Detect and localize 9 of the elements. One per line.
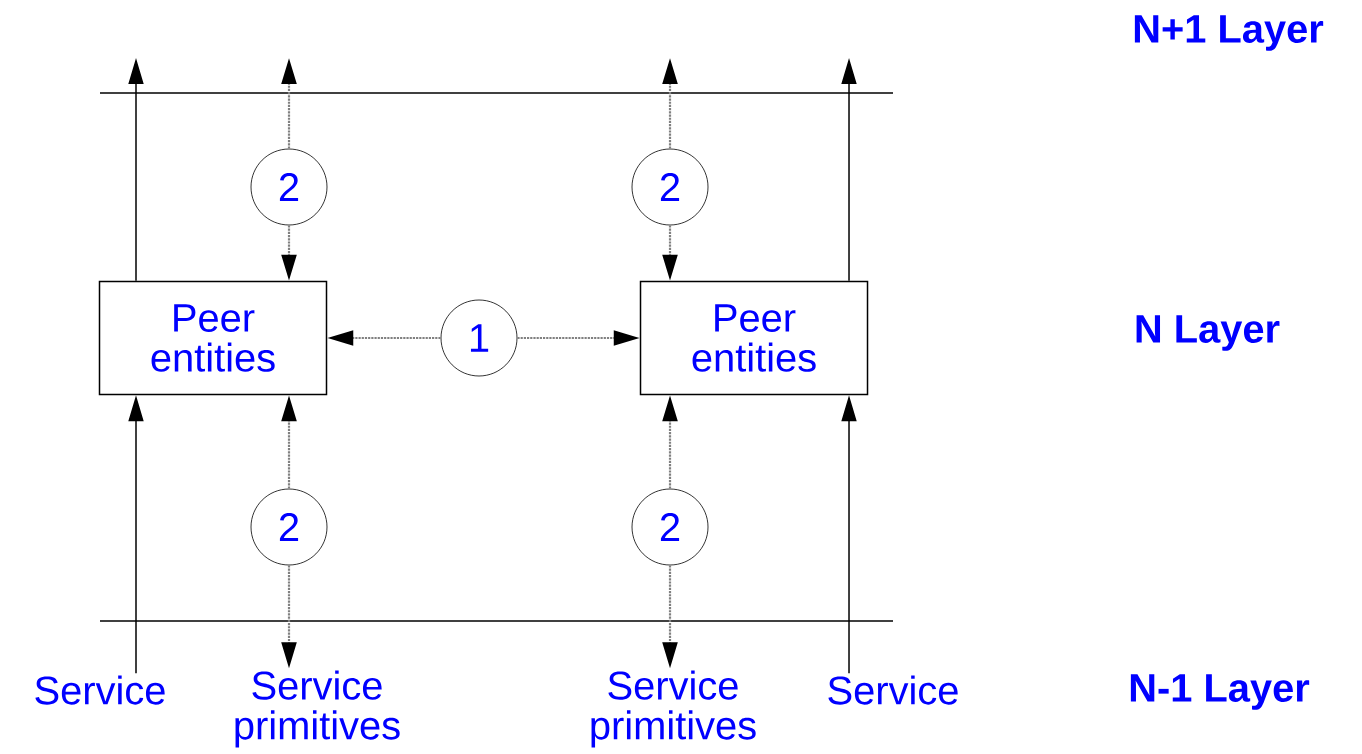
- service-label: Service primitives: [235, 670, 400, 748]
- service-label: Service primitives: [591, 670, 756, 748]
- entity-box: Peer entities: [639, 280, 869, 396]
- service-label: Service: [828, 675, 958, 705]
- layer-label: N-1 Layer: [1130, 674, 1310, 710]
- entity-box: Peer entities: [98, 280, 328, 396]
- service-label: Service: [35, 675, 165, 705]
- layer-label: N Layer: [1136, 315, 1280, 351]
- layer-label: N+1 Layer: [1134, 15, 1324, 51]
